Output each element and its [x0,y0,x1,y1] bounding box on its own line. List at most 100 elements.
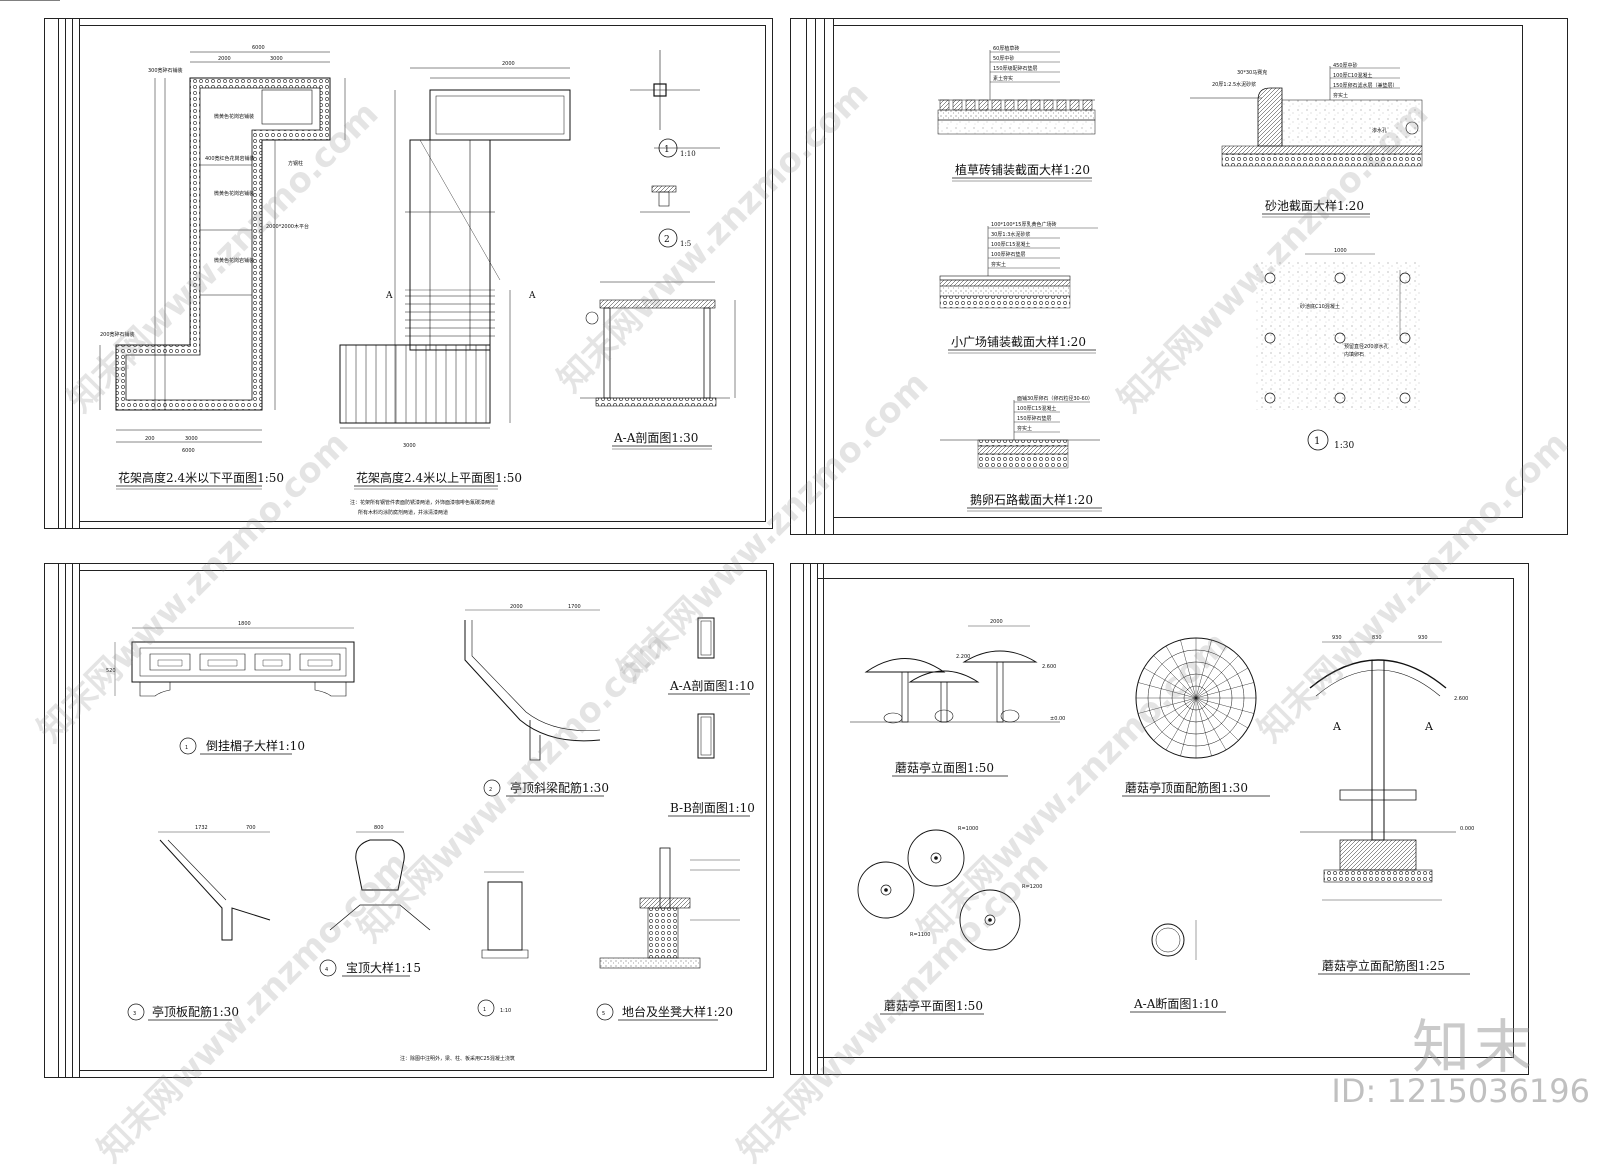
elev-label: ±0.00 [1050,716,1065,722]
note-line-1: 注：花架所有钢管件表面防锈漆两道，外饰面漆咖啡色氟碳漆两道 [350,499,495,506]
rebar-radial [1137,682,1197,699]
caption-section-aa-cut: A-A断面图1:10 [1133,996,1218,1011]
layer-label: 150厚卵石滤水层（兼垫层） [1333,82,1398,89]
note-line-2: 所有木料均涂防腐剂两道，并涂清漆两道 [358,509,448,516]
elev-label: 2.200 [956,654,970,660]
cad-drawings: 6000 2000 3000 200 3000 6000 300宽碎石铺装 微黄… [0,0,1474,1062]
section-mark: A [1332,720,1342,733]
hanging-fascia-detail [114,627,355,755]
image-id: ID: 1215036196 [1331,1072,1590,1110]
platform-seat-detail [596,847,740,1021]
section-aa-detail [697,617,715,759]
sand-label: 30*30马赛克 [1237,69,1267,76]
paver-block [1017,99,1028,111]
drain-hole [1264,392,1276,404]
plan-label: 微黄色花岗岩铺装 [214,190,254,197]
rebar-radial [1195,697,1239,741]
elev-label: 2.600 [1454,696,1468,702]
sandpit-plan [1255,253,1420,451]
caption-section-a-a: A-A剖面图1:30 [613,431,698,445]
layer-label: 30厚1:3水泥砂浆 [991,231,1030,238]
section-mark: A [385,291,393,301]
dim-text: 1000 [1334,248,1347,254]
detail-number: 1 [483,1007,486,1013]
sheet-inner-frame [79,570,767,1071]
dim-text: 520 [106,668,116,674]
mushroom-roof-rebar [1135,637,1257,759]
sheet-inner-frame [79,25,766,522]
dim-text: 930 [1418,635,1428,641]
rebar-ring [1171,673,1221,723]
dim-text: 1800 [238,621,251,627]
plan-label: 400宽红色花岗岩铺装 [205,155,255,162]
sand-label: 渗水孔 [1372,127,1387,134]
caption-roof-beam: 亭顶斜梁配筋1:30 [510,780,609,795]
radius-label: R=1000 [958,826,978,832]
elev-label: 2.600 [1042,664,1056,670]
drain-hole [1264,272,1276,284]
section-mark: A [1424,720,1434,733]
detail-number: 3 [133,1011,136,1017]
sheet-bottom-left [44,563,774,1078]
plan-label: 微黄色花岗岩铺装 [214,257,254,264]
layer-label: 100*100*15厚乳黄色广场砖 [991,221,1056,228]
detail-number: 5 [602,1011,605,1017]
sheet-inner-frame [817,578,1514,1058]
caption-pebble-path: 鹅卵石路截面大样1:20 [970,492,1093,507]
caption-grass-paver: 植草砖铺装截面大样1:20 [955,162,1090,177]
pebble-path-section [940,400,1100,469]
drain-hole [1334,392,1346,404]
sand-label: 20厚1:2.5水泥砂浆 [1212,81,1256,88]
plan-label: 微黄色花岗岩铺装 [214,113,254,120]
plan-label: 300宽碎石铺装 [148,67,183,74]
rebar-radial [1195,697,1249,729]
caption-fascia: 倒挂楣子大样1:10 [206,738,305,753]
detail-scale: 1:5 [680,240,691,248]
finial-detail [319,831,431,977]
caption-mushroom-elevation: 蘑菇亭立面图1:50 [895,760,994,775]
rebar-radial [1165,697,1197,751]
rebar-ring [1147,649,1245,747]
caption-sandpit: 砂池截面大样1:20 [1265,198,1364,213]
rebar-radial [1195,697,1212,757]
layer-label: 素土夯实 [993,75,1013,82]
layer-label: 100厚C15混凝土 [991,241,1030,248]
mushroom-elevation-rebar [1300,641,1456,901]
caption-platform-seat: 地台及坐凳大样1:20 [622,1004,733,1019]
rebar-radial [1143,697,1197,729]
plan-above-2-4m [339,67,571,429]
drain-hole [1334,272,1346,284]
dim-text: 3000 [185,436,198,442]
detail-scale: 1:10 [680,150,696,158]
mushroom-elevation [850,625,1060,724]
layer-label: 夯实土 [1333,92,1348,99]
rebar-radial [1195,639,1212,699]
sandpit-section [1190,66,1423,167]
caption-plan-below: 花架高度2.4米以下平面图1:50 [118,470,284,485]
rebar-radial [1195,697,1227,751]
dim-text: 830 [1372,635,1382,641]
paver-block [1082,99,1093,111]
roof-beam-rebar [464,609,601,797]
paver-block [1030,99,1041,111]
plan-below-2-4m [0,0,346,443]
caption-elevation-rebar: 蘑菇亭立面配筋图1:25 [1322,958,1445,973]
drain-hole [1264,332,1276,344]
layer-label: 夯实土 [991,261,1006,268]
detail-number: 2 [489,787,492,793]
sheet-bottom-right [790,563,1529,1075]
detail-number: 1 [664,145,670,155]
drain-hole [1399,392,1411,404]
dim-text: 1732 [195,825,208,831]
dim-text: 2000 [502,61,515,67]
rebar-radial [1180,697,1197,757]
radius-label: R=1200 [1022,884,1042,890]
detail-1-joint [630,50,720,158]
paver-block [1043,99,1054,111]
rebar-radial [1153,655,1197,699]
rebar-radial [1165,645,1197,699]
layer-label: 50厚中砂 [993,55,1014,62]
caption-mushroom-plan: 蘑菇亭平面图1:50 [884,998,983,1013]
detail-number: 2 [664,235,670,245]
plan-label: 200宽碎石铺装 [100,331,135,338]
